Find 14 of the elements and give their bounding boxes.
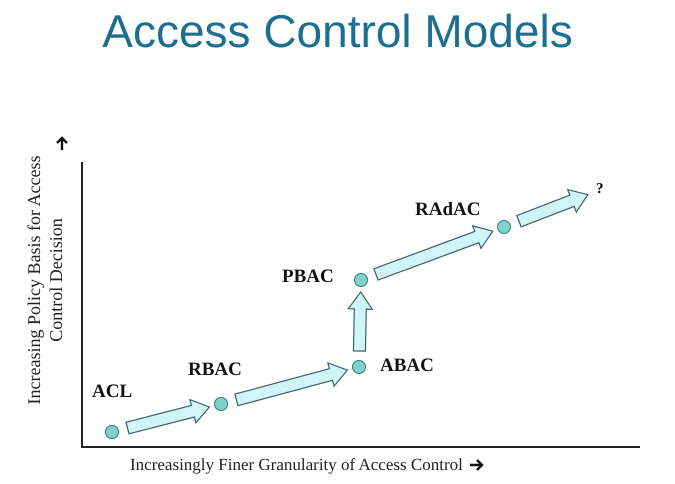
title: Access Control Models [101,8,574,54]
x-axis-label: Increasingly Finer Granularity of Access Control [130,456,463,473]
block-arrow [234,362,348,406]
model-label: ACL [92,382,132,401]
block-arrow [347,290,374,352]
question-mark-label: ? [596,182,604,197]
block-arrow [516,188,589,228]
model-label: RAdAC [415,200,480,219]
block-arrow [125,398,210,435]
y-axis-label: Increasing Policy Basis for Access Control Decision [23,155,67,405]
model-label: RBAC [188,360,242,379]
block-arrow [373,224,494,281]
model-label: ABAC [380,356,434,375]
model-label: PBAC [282,267,334,286]
